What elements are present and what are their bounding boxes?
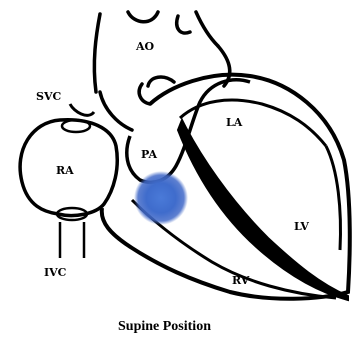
- label-ivc: IVC: [44, 266, 67, 279]
- highlight-marker: [134, 171, 188, 225]
- label-rv: RV: [232, 274, 250, 287]
- label-svc: SVC: [36, 90, 61, 103]
- label-ao: AO: [135, 40, 155, 53]
- left-atrium-wall: [180, 100, 326, 146]
- label-la: LA: [226, 116, 243, 129]
- label-lv: LV: [294, 220, 309, 233]
- label-pa: PA: [141, 148, 157, 161]
- caption: Supine Position: [118, 319, 211, 334]
- interventricular-septum: [178, 120, 348, 300]
- aortic-arch: [94, 12, 229, 130]
- ivc-vessel: [60, 222, 84, 258]
- label-ra: RA: [56, 164, 74, 177]
- left-ventricle-wall: [326, 146, 340, 250]
